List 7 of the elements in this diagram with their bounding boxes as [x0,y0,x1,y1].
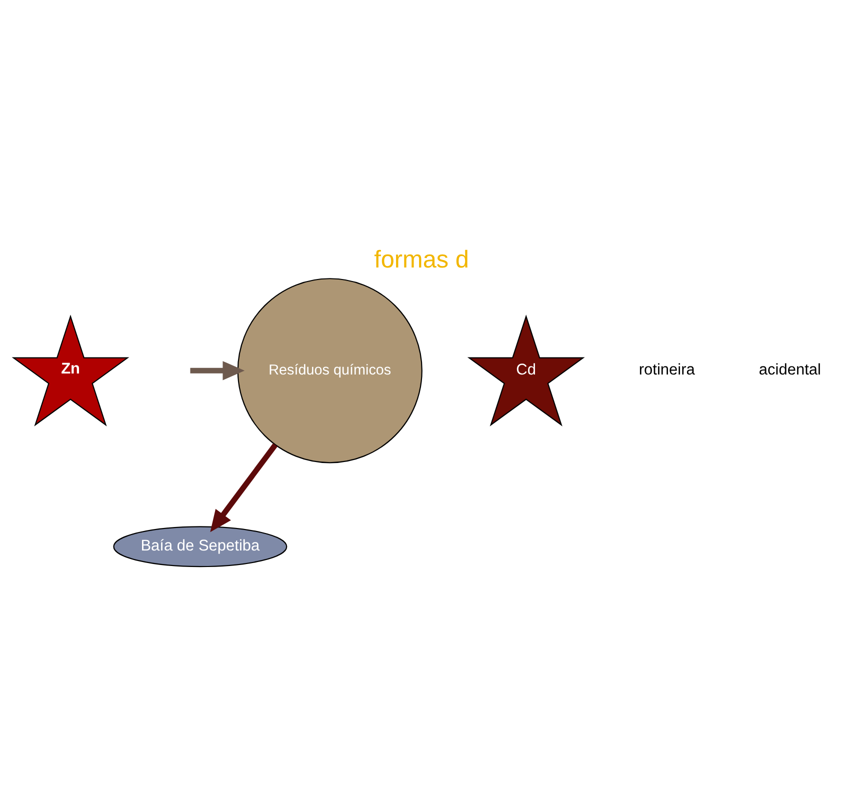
label: rotineira [638,362,694,379]
node-ellipse: Baía de Sepetiba [112,526,287,568]
arrow [190,361,244,380]
arrow [210,443,277,532]
label: acidental [758,362,820,379]
node-circle: Resíduos químicos [236,278,422,464]
diagram-title: formas d [374,246,468,274]
